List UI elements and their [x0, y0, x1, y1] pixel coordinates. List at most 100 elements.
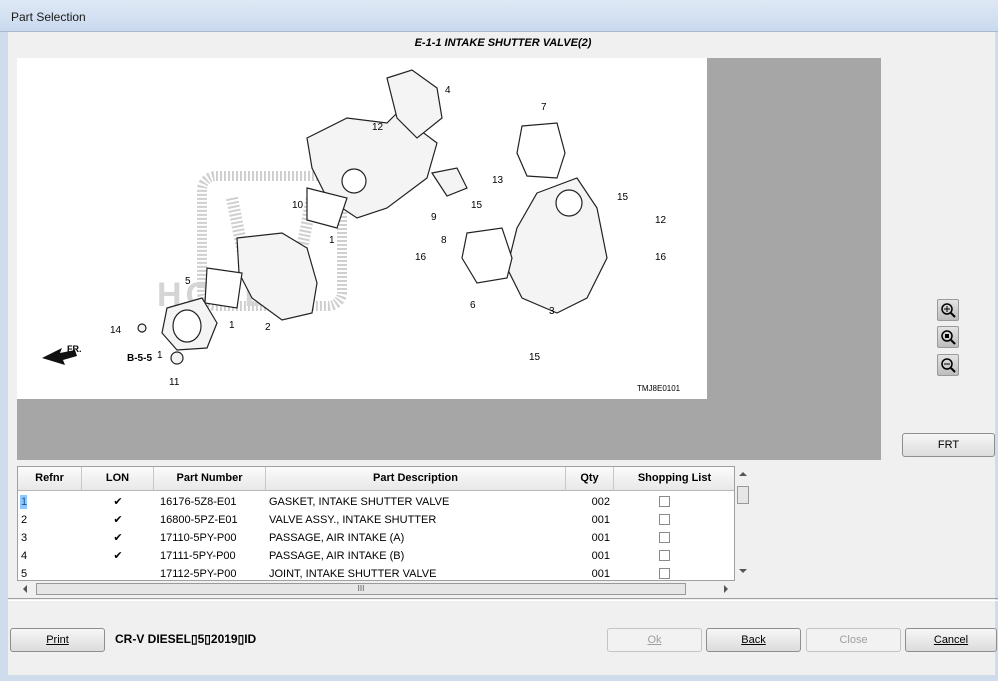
cell-part-description: JOINT, INTAKE SHUTTER VALVE — [269, 568, 437, 580]
print-button-label: Print — [46, 634, 69, 646]
window-frame-left — [0, 32, 8, 681]
scroll-thumb-vertical[interactable] — [737, 486, 749, 504]
diagram-caption: E-1-1 INTAKE SHUTTER VALVE(2) — [414, 37, 592, 49]
scroll-down-arrow-icon[interactable] — [739, 569, 747, 573]
print-button[interactable]: Print — [10, 628, 105, 652]
ok-button[interactable]: Ok — [607, 628, 702, 652]
svg-text:15: 15 — [617, 192, 629, 203]
cancel-button-label: Cancel — [933, 634, 969, 646]
col-header-part-description[interactable]: Part Description — [266, 467, 566, 491]
scroll-left-arrow-icon[interactable] — [23, 585, 27, 593]
svg-text:15: 15 — [471, 200, 483, 211]
cell-lon: ✔ — [113, 514, 123, 526]
scroll-thumb-horizontal[interactable]: III — [36, 583, 686, 595]
close-button[interactable]: Close — [806, 628, 901, 652]
cancel-button[interactable]: Cancel — [905, 628, 997, 652]
svg-text:4: 4 — [445, 85, 451, 96]
cell-part-number: 17111-5PY-P00 — [160, 550, 236, 562]
zoom-fit-button[interactable] — [937, 326, 959, 348]
svg-text:5: 5 — [185, 276, 191, 287]
svg-text:2: 2 — [265, 322, 271, 333]
intake-manifold-drawing — [137, 69, 608, 365]
svg-text:8: 8 — [441, 235, 447, 246]
lon-cell-background — [106, 547, 132, 565]
window-frame-bottom — [0, 675, 998, 681]
svg-text:7: 7 — [541, 102, 547, 113]
svg-text:9: 9 — [431, 212, 437, 223]
cell-lon: ✔ — [113, 496, 123, 508]
cell-part-number: 17112-5PY-P00 — [160, 568, 237, 580]
cell-refnr: 3 — [21, 532, 28, 544]
window-title: Part Selection — [11, 10, 86, 24]
table-vertical-scrollbar[interactable] — [735, 466, 751, 581]
cell-lon: ✔ — [113, 532, 123, 544]
cell-lon: ✔ — [113, 550, 123, 562]
footer-separator-highlight — [8, 600, 998, 601]
cell-part-description: PASSAGE, AIR INTAKE (A) — [269, 532, 405, 544]
zoom-fit-icon — [941, 330, 956, 345]
frt-button[interactable]: FRT — [902, 433, 995, 457]
svg-text:14: 14 — [110, 325, 122, 336]
cell-lon — [82, 565, 154, 580]
col-header-part-number[interactable]: Part Number — [154, 467, 266, 491]
lon-cell-background — [106, 529, 132, 547]
svg-text:1: 1 — [329, 235, 335, 246]
cell-qty: 001 — [591, 514, 610, 526]
cell-refnr: 4 — [21, 550, 28, 562]
front-arrow: FR. — [42, 344, 82, 365]
svg-text:13: 13 — [492, 175, 504, 186]
svg-text:15: 15 — [529, 352, 541, 363]
shopping-list-checkbox[interactable] — [659, 550, 670, 561]
table-horizontal-scrollbar[interactable]: III — [17, 581, 735, 597]
footer-separator — [8, 598, 998, 599]
svg-text:3: 3 — [549, 306, 555, 317]
zoom-in-icon — [941, 303, 956, 318]
front-label: FR. — [67, 344, 82, 354]
cell-qty: 001 — [591, 532, 610, 544]
shopping-list-checkbox[interactable] — [659, 514, 670, 525]
shopping-list-checkbox[interactable] — [659, 532, 670, 543]
svg-text:1: 1 — [157, 350, 163, 361]
cell-qty: 001 — [591, 568, 610, 580]
shopping-list-checkbox[interactable] — [659, 496, 670, 507]
cell-part-description: VALVE ASSY., INTAKE SHUTTER — [269, 514, 437, 526]
cell-refnr: 1 — [21, 493, 79, 511]
cell-part-number: 16800-5PZ-E01 — [160, 514, 238, 526]
scroll-up-arrow-icon[interactable] — [739, 472, 747, 476]
cell-refnr: 5 — [21, 568, 28, 580]
cell-qty: 001 — [591, 550, 610, 562]
back-button-label: Back — [741, 634, 766, 646]
cell-part-number: 17110-5PY-P00 — [160, 532, 237, 544]
table-row[interactable]: 4 ✔ 17111-5PY-P00 PASSAGE, AIR INTAKE (B) 00… — [18, 547, 734, 565]
back-button[interactable]: Back — [706, 628, 801, 652]
lon-cell-background — [106, 511, 132, 529]
svg-text:10: 10 — [292, 200, 304, 211]
col-header-qty[interactable]: Qty — [566, 467, 614, 491]
selected-row-indicator — [20, 495, 27, 509]
cell-part-description: PASSAGE, AIR INTAKE (B) — [269, 550, 405, 562]
ref-label: B-5-5 — [127, 353, 152, 364]
scroll-right-arrow-icon[interactable] — [724, 585, 728, 593]
svg-text:12: 12 — [372, 122, 384, 133]
window-frame-right — [995, 32, 998, 681]
zoom-out-icon — [941, 358, 956, 373]
zoom-in-button[interactable] — [937, 299, 959, 321]
zoom-out-button[interactable] — [937, 354, 959, 376]
svg-text:6: 6 — [470, 300, 476, 311]
svg-text:16: 16 — [415, 252, 427, 263]
table-row[interactable]: 3 ✔ 17110-5PY-P00 PASSAGE, AIR INTAKE (A) 00… — [18, 529, 734, 547]
svg-text:16: 16 — [655, 252, 667, 263]
col-header-lon[interactable]: LON — [82, 467, 154, 491]
shopping-list-checkbox[interactable] — [659, 568, 670, 579]
svg-text:1: 1 — [229, 320, 235, 331]
table-row[interactable]: 5 17112-5PY-P00 JOINT, INTAKE SHUTTER VALV… — [18, 565, 734, 580]
window-titlebar[interactable]: Part Selection — [0, 0, 998, 32]
cell-qty: 002 — [591, 496, 610, 508]
lon-cell-background — [106, 493, 132, 511]
parts-table[interactable]: Refnr LON Part Number Part Description Q… — [17, 466, 735, 581]
col-header-shopping-list[interactable]: Shopping List — [614, 467, 734, 491]
col-header-refnr[interactable]: Refnr — [18, 467, 82, 491]
